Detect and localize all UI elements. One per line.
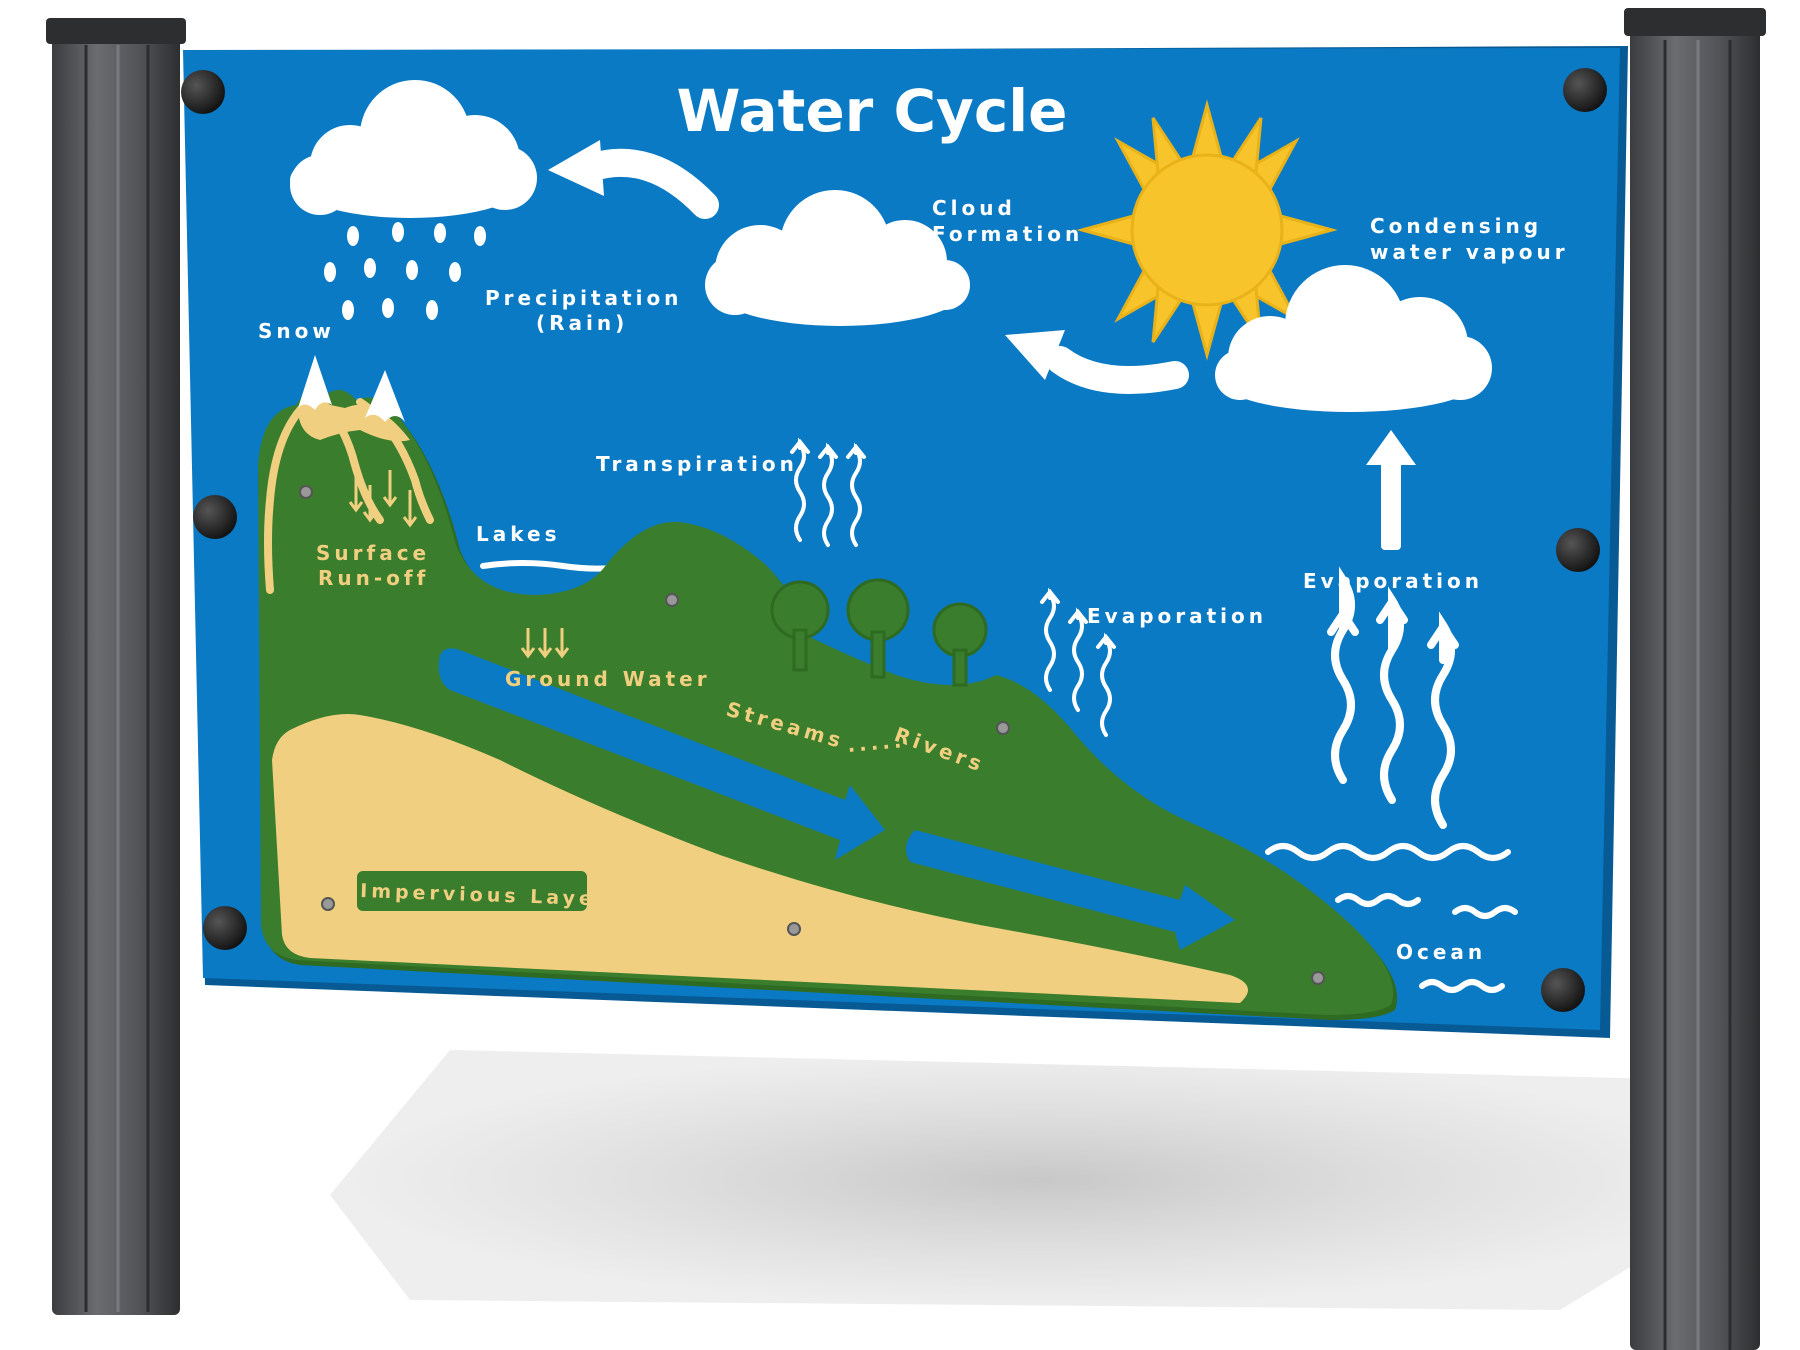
ocean-waves-icon xyxy=(1265,843,1518,993)
bolt xyxy=(203,906,247,950)
screw xyxy=(787,922,801,936)
surface-runoff-label: Surface xyxy=(316,541,430,565)
screw xyxy=(321,897,335,911)
evaporation-land-arrows-icon xyxy=(1040,587,1116,737)
bolt xyxy=(1556,528,1600,572)
transpiration-arrows-icon xyxy=(790,437,866,547)
condensing-label: Condensing xyxy=(1370,214,1542,238)
groundwater-arrows-icon xyxy=(520,628,570,659)
transpiration-label: Transpiration xyxy=(596,452,798,476)
rain-cloud-icon xyxy=(290,80,537,218)
screw xyxy=(1311,971,1325,985)
ocean-label: Ocean xyxy=(1396,940,1486,964)
curved-arrow-icon xyxy=(548,140,719,219)
ground-water-channel xyxy=(438,648,1235,950)
surface-runoff-sub-label: Run-off xyxy=(318,566,429,590)
screw xyxy=(996,721,1010,735)
snow-label: Snow xyxy=(258,319,335,343)
raindrops-icon xyxy=(324,222,486,320)
evaporation-land-label: Evaporation xyxy=(1087,604,1267,628)
cloud-icon xyxy=(705,190,970,326)
bolt xyxy=(181,70,225,114)
ground-water-label: Ground Water xyxy=(505,667,711,691)
snow-peaks-icon xyxy=(298,355,405,422)
precipitation-sub-label: (Rain) xyxy=(536,311,628,335)
right-post xyxy=(1624,8,1766,1350)
evaporation-ocean-label: Evaporation xyxy=(1303,569,1483,593)
up-arrow-icon xyxy=(1366,430,1416,550)
tree-icon xyxy=(770,578,988,687)
panel-bolts xyxy=(181,68,1607,1012)
cloud-formation-label: Cloud xyxy=(932,196,1016,220)
bolt xyxy=(193,495,237,539)
cloud-formation-sub-label: Formation xyxy=(932,222,1083,246)
curved-arrow-icon xyxy=(1005,330,1189,394)
lakes-label: Lakes xyxy=(476,522,560,546)
condensing-sub-label: water vapour xyxy=(1370,240,1569,264)
sun-icon xyxy=(1076,99,1338,361)
bolt xyxy=(1563,68,1607,112)
left-post xyxy=(46,18,186,1315)
precipitation-label: Precipitation xyxy=(485,286,682,310)
land-screws xyxy=(299,485,1325,985)
screw xyxy=(665,593,679,607)
screw xyxy=(299,485,313,499)
impervious-layer-tag xyxy=(357,871,587,911)
impervious-layer-shape xyxy=(272,714,1248,1003)
page-title: Water Cycle xyxy=(677,77,1068,145)
ground-shadow xyxy=(330,1050,1740,1310)
streams-dots-label: ..... xyxy=(846,728,906,757)
mountain-peaks-sand xyxy=(298,397,410,442)
bolt xyxy=(1541,968,1585,1012)
evaporation-ocean-arrows-icon xyxy=(1327,566,1459,829)
cloud-icon xyxy=(1215,265,1492,412)
runoff-arrows-icon xyxy=(348,470,418,528)
